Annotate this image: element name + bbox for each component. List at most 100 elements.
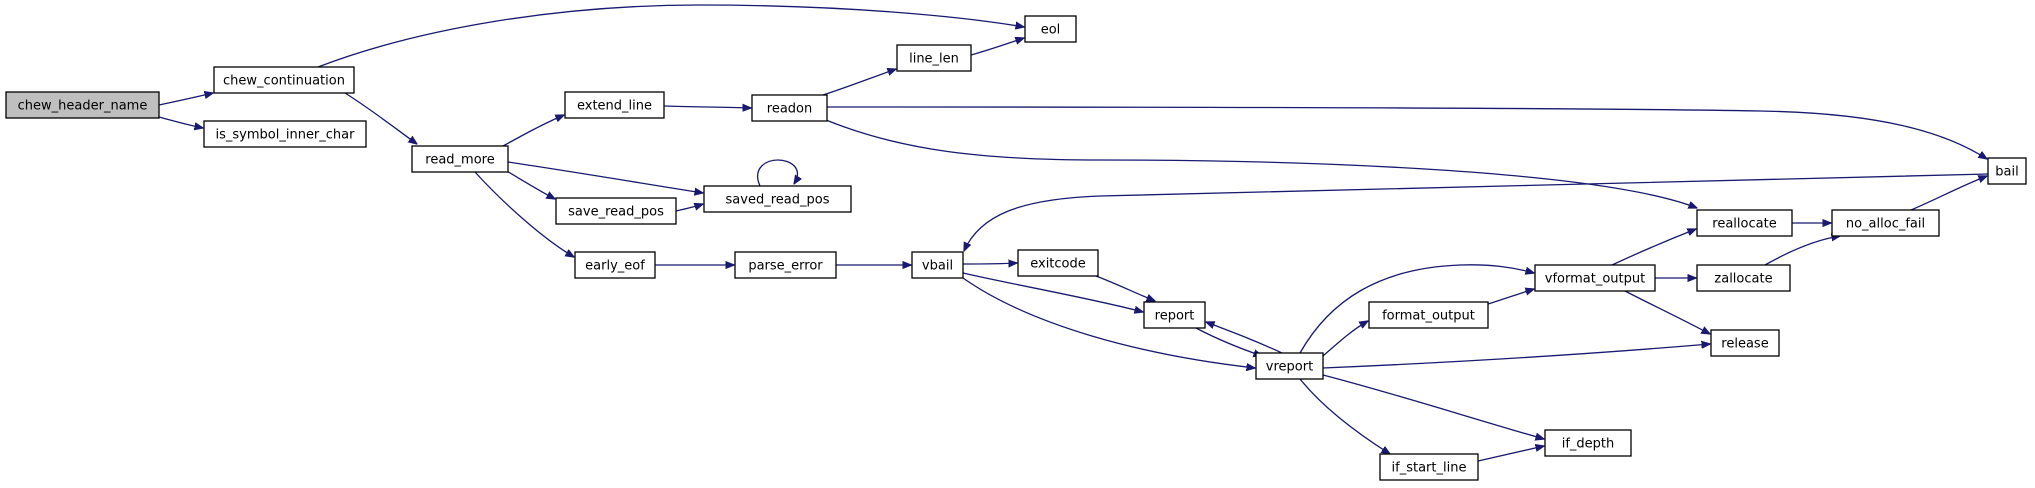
node-label: no_alloc_fail <box>1846 217 1925 232</box>
node-eol[interactable]: eol <box>1024 15 1077 43</box>
node-is-symbol-inner-char[interactable]: is_symbol_inner_char <box>203 120 367 148</box>
node-vformat-output[interactable]: vformat_output <box>1534 264 1656 292</box>
node-box[interactable] <box>1255 352 1324 380</box>
node-release[interactable]: release <box>1710 329 1780 357</box>
node-box[interactable] <box>751 94 828 122</box>
node-box[interactable] <box>896 44 972 72</box>
node-box[interactable] <box>203 120 367 148</box>
edge-format-output-to-vformat-output <box>1487 289 1534 305</box>
edge-save-read-pos-to-saved-read-pos <box>675 204 703 212</box>
node-box[interactable] <box>1017 249 1099 277</box>
node-box[interactable] <box>1696 209 1793 237</box>
edge-report-to-vreport <box>1195 327 1262 356</box>
edge-bail-to-vbail <box>964 173 1989 251</box>
edge-vreport-to-if-depth <box>1322 374 1544 439</box>
node-box[interactable] <box>1534 264 1656 292</box>
node-vbail[interactable]: vbail <box>911 251 964 279</box>
edge-read-more-to-save-read-pos <box>504 169 555 199</box>
edge-saved-read-pos-to-saved-read-pos <box>757 159 798 187</box>
edge-chew-header-name-to-is-symbol-inner-char <box>158 116 203 128</box>
node-box[interactable] <box>1831 209 1940 237</box>
node-save-read-pos[interactable]: save_read_pos <box>555 197 677 225</box>
node-label: format_output <box>1382 309 1475 324</box>
edge-vbail-to-report <box>962 272 1143 312</box>
node-box[interactable] <box>564 91 665 119</box>
node-reallocate[interactable]: reallocate <box>1696 209 1793 237</box>
edge-vreport-to-report <box>1206 322 1283 354</box>
node-box[interactable] <box>703 185 852 213</box>
edge-vbail-to-vreport <box>962 277 1255 368</box>
node-label: if_start_line <box>1392 461 1467 476</box>
node-box[interactable] <box>1379 453 1479 481</box>
node-box[interactable] <box>1143 301 1206 329</box>
node-box[interactable] <box>911 251 964 279</box>
node-label: zallocate <box>1714 272 1772 287</box>
edge-line-len-to-eol <box>970 38 1024 56</box>
node-label: save_read_pos <box>568 205 664 220</box>
node-no-alloc-fail[interactable]: no_alloc_fail <box>1831 209 1940 237</box>
edge-vbail-to-exitcode <box>962 263 1017 264</box>
edge-zallocate-to-no-alloc-fail <box>1764 236 1840 266</box>
edge-vreport-to-vformat-output <box>1299 264 1534 354</box>
node-extend-line[interactable]: extend_line <box>564 91 665 119</box>
node-box[interactable] <box>5 91 160 119</box>
node-box[interactable] <box>411 145 509 173</box>
node-box[interactable] <box>1696 264 1791 292</box>
node-box[interactable] <box>1368 301 1489 329</box>
edge-readon-to-reallocate <box>825 119 1697 208</box>
node-if-start-line[interactable]: if_start_line <box>1379 453 1479 481</box>
node-chew-continuation[interactable]: chew_continuation <box>213 66 355 94</box>
edges-layer <box>158 4 1989 462</box>
node-box[interactable] <box>1987 157 2027 185</box>
node-if-depth[interactable]: if_depth <box>1544 429 1632 457</box>
node-read-more[interactable]: read_more <box>411 145 509 173</box>
node-format-output[interactable]: format_output <box>1368 301 1489 329</box>
edge-extend-line-to-readon <box>663 106 751 108</box>
node-parse-error[interactable]: parse_error <box>734 251 837 279</box>
node-exitcode[interactable]: exitcode <box>1017 249 1099 277</box>
node-label: early_eof <box>585 259 645 274</box>
node-label: report <box>1155 309 1195 324</box>
node-bail[interactable]: bail <box>1987 157 2027 185</box>
edge-vreport-to-release <box>1322 344 1710 369</box>
node-label: exitcode <box>1030 257 1086 272</box>
node-chew-header-name[interactable]: chew_header_name <box>5 91 160 119</box>
node-box[interactable] <box>555 197 677 225</box>
node-label: chew_header_name <box>18 99 148 114</box>
edge-read-more-to-extend-line <box>502 115 564 147</box>
node-zallocate[interactable]: zallocate <box>1696 264 1791 292</box>
node-report[interactable]: report <box>1143 301 1206 329</box>
node-label: if_depth <box>1562 437 1615 452</box>
node-box[interactable] <box>574 251 656 279</box>
node-label: saved_read_pos <box>726 193 830 208</box>
edge-vformat-output-to-reallocate <box>1611 229 1696 266</box>
node-label: vreport <box>1266 360 1313 375</box>
edge-chew-header-name-to-chew-continuation <box>158 93 213 106</box>
edge-if-start-line-to-if-depth <box>1477 446 1544 462</box>
node-label: line_len <box>909 52 959 67</box>
edge-readon-to-line-len <box>822 69 896 96</box>
node-box[interactable] <box>1544 429 1632 457</box>
node-early-eof[interactable]: early_eof <box>574 251 656 279</box>
node-saved-read-pos[interactable]: saved_read_pos <box>703 185 852 213</box>
node-box[interactable] <box>1024 15 1077 43</box>
node-box[interactable] <box>734 251 837 279</box>
node-label: reallocate <box>1712 217 1776 232</box>
node-label: release <box>1721 337 1768 352</box>
node-label: bail <box>1995 165 2018 180</box>
node-line-len[interactable]: line_len <box>896 44 972 72</box>
node-label: vformat_output <box>1545 272 1645 287</box>
node-label: parse_error <box>748 259 823 274</box>
node-label: extend_line <box>577 99 652 114</box>
edge-vformat-output-to-release <box>1624 290 1710 334</box>
edge-vreport-to-if-start-line <box>1299 378 1390 454</box>
node-vreport[interactable]: vreport <box>1255 352 1324 380</box>
node-box[interactable] <box>1710 329 1780 357</box>
edge-exitcode-to-report <box>1095 275 1155 301</box>
node-readon[interactable]: readon <box>751 94 828 122</box>
edge-no-alloc-fail-to-bail <box>1910 176 1987 211</box>
edge-vreport-to-format-output <box>1322 321 1368 357</box>
node-label: vbail <box>922 259 953 274</box>
node-box[interactable] <box>213 66 355 94</box>
